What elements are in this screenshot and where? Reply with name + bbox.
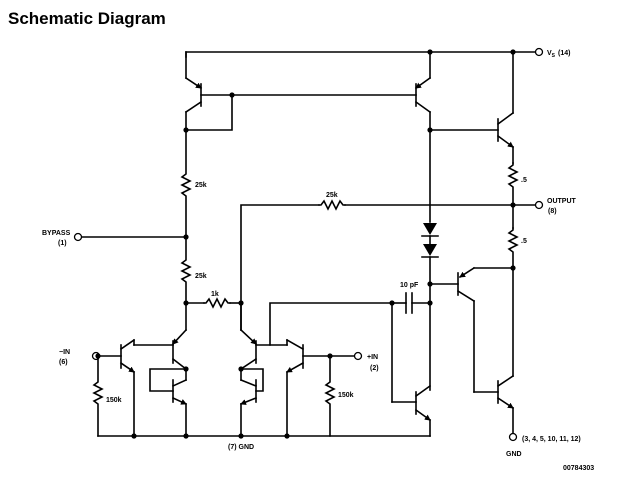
pnp-mirror-left [183,76,233,133]
diode-stack [421,223,439,391]
gnd-terminal[interactable] [508,432,518,442]
output-terminal[interactable] [534,200,544,210]
npn-mirror-right [238,366,264,439]
r-1k-label: 1k [211,291,219,298]
pnp-mirror-right [229,76,433,223]
output-pnp-bottom [429,266,515,434]
output-pin: (8) [548,208,557,215]
r-upper [180,129,192,238]
gnd-pins-label: (3, 4, 5, 10, 11, 12) [522,436,581,443]
vs-terminal[interactable] [534,47,544,57]
r-lower [180,236,192,304]
r-out-top-label: .5 [521,177,527,184]
pos-in-terminal[interactable] [353,351,363,361]
r-feedback-label: 25k [326,192,338,199]
r-out-top [507,162,519,206]
neg-in-pin: (6) [59,359,68,366]
input-stage-left [97,302,188,439]
vs-label: VS(14) [547,50,570,59]
pos-in-pin: (2) [370,365,379,372]
driver-npn [414,384,432,437]
gnd-right-label: GND [506,451,522,458]
pos-in-label: +IN [367,354,378,361]
part-code: 00784303 [563,465,594,472]
npn-mirror-left [149,366,189,439]
bypass-label: BYPASS [42,230,71,237]
r-upper-label: 25k [195,182,207,189]
r-150k-left-label: 150k [106,397,122,404]
r-out-bot-label: .5 [521,238,527,245]
output-label: OUTPUT [547,198,577,205]
bypass-pin: (1) [58,240,67,247]
feedback-path [240,199,514,331]
cap-label: 10 pF [400,282,419,289]
gnd-label: (7) GND [228,444,254,451]
output-npn-top [429,111,515,164]
capacitor-10pf [389,292,433,403]
neg-in-label: −IN [59,349,70,356]
supply-rail [185,49,537,114]
r-1k [185,297,244,309]
r-150k-right-label: 150k [338,392,354,399]
bypass-terminal[interactable] [73,232,83,242]
r-lower-label: 25k [195,273,207,280]
r-150k-right [324,355,336,437]
r-150k-left [92,355,104,437]
input-stage-right [239,302,393,439]
page-title: Schematic Diagram [8,9,166,28]
r-out-bot [507,227,519,269]
output-node [510,202,537,229]
